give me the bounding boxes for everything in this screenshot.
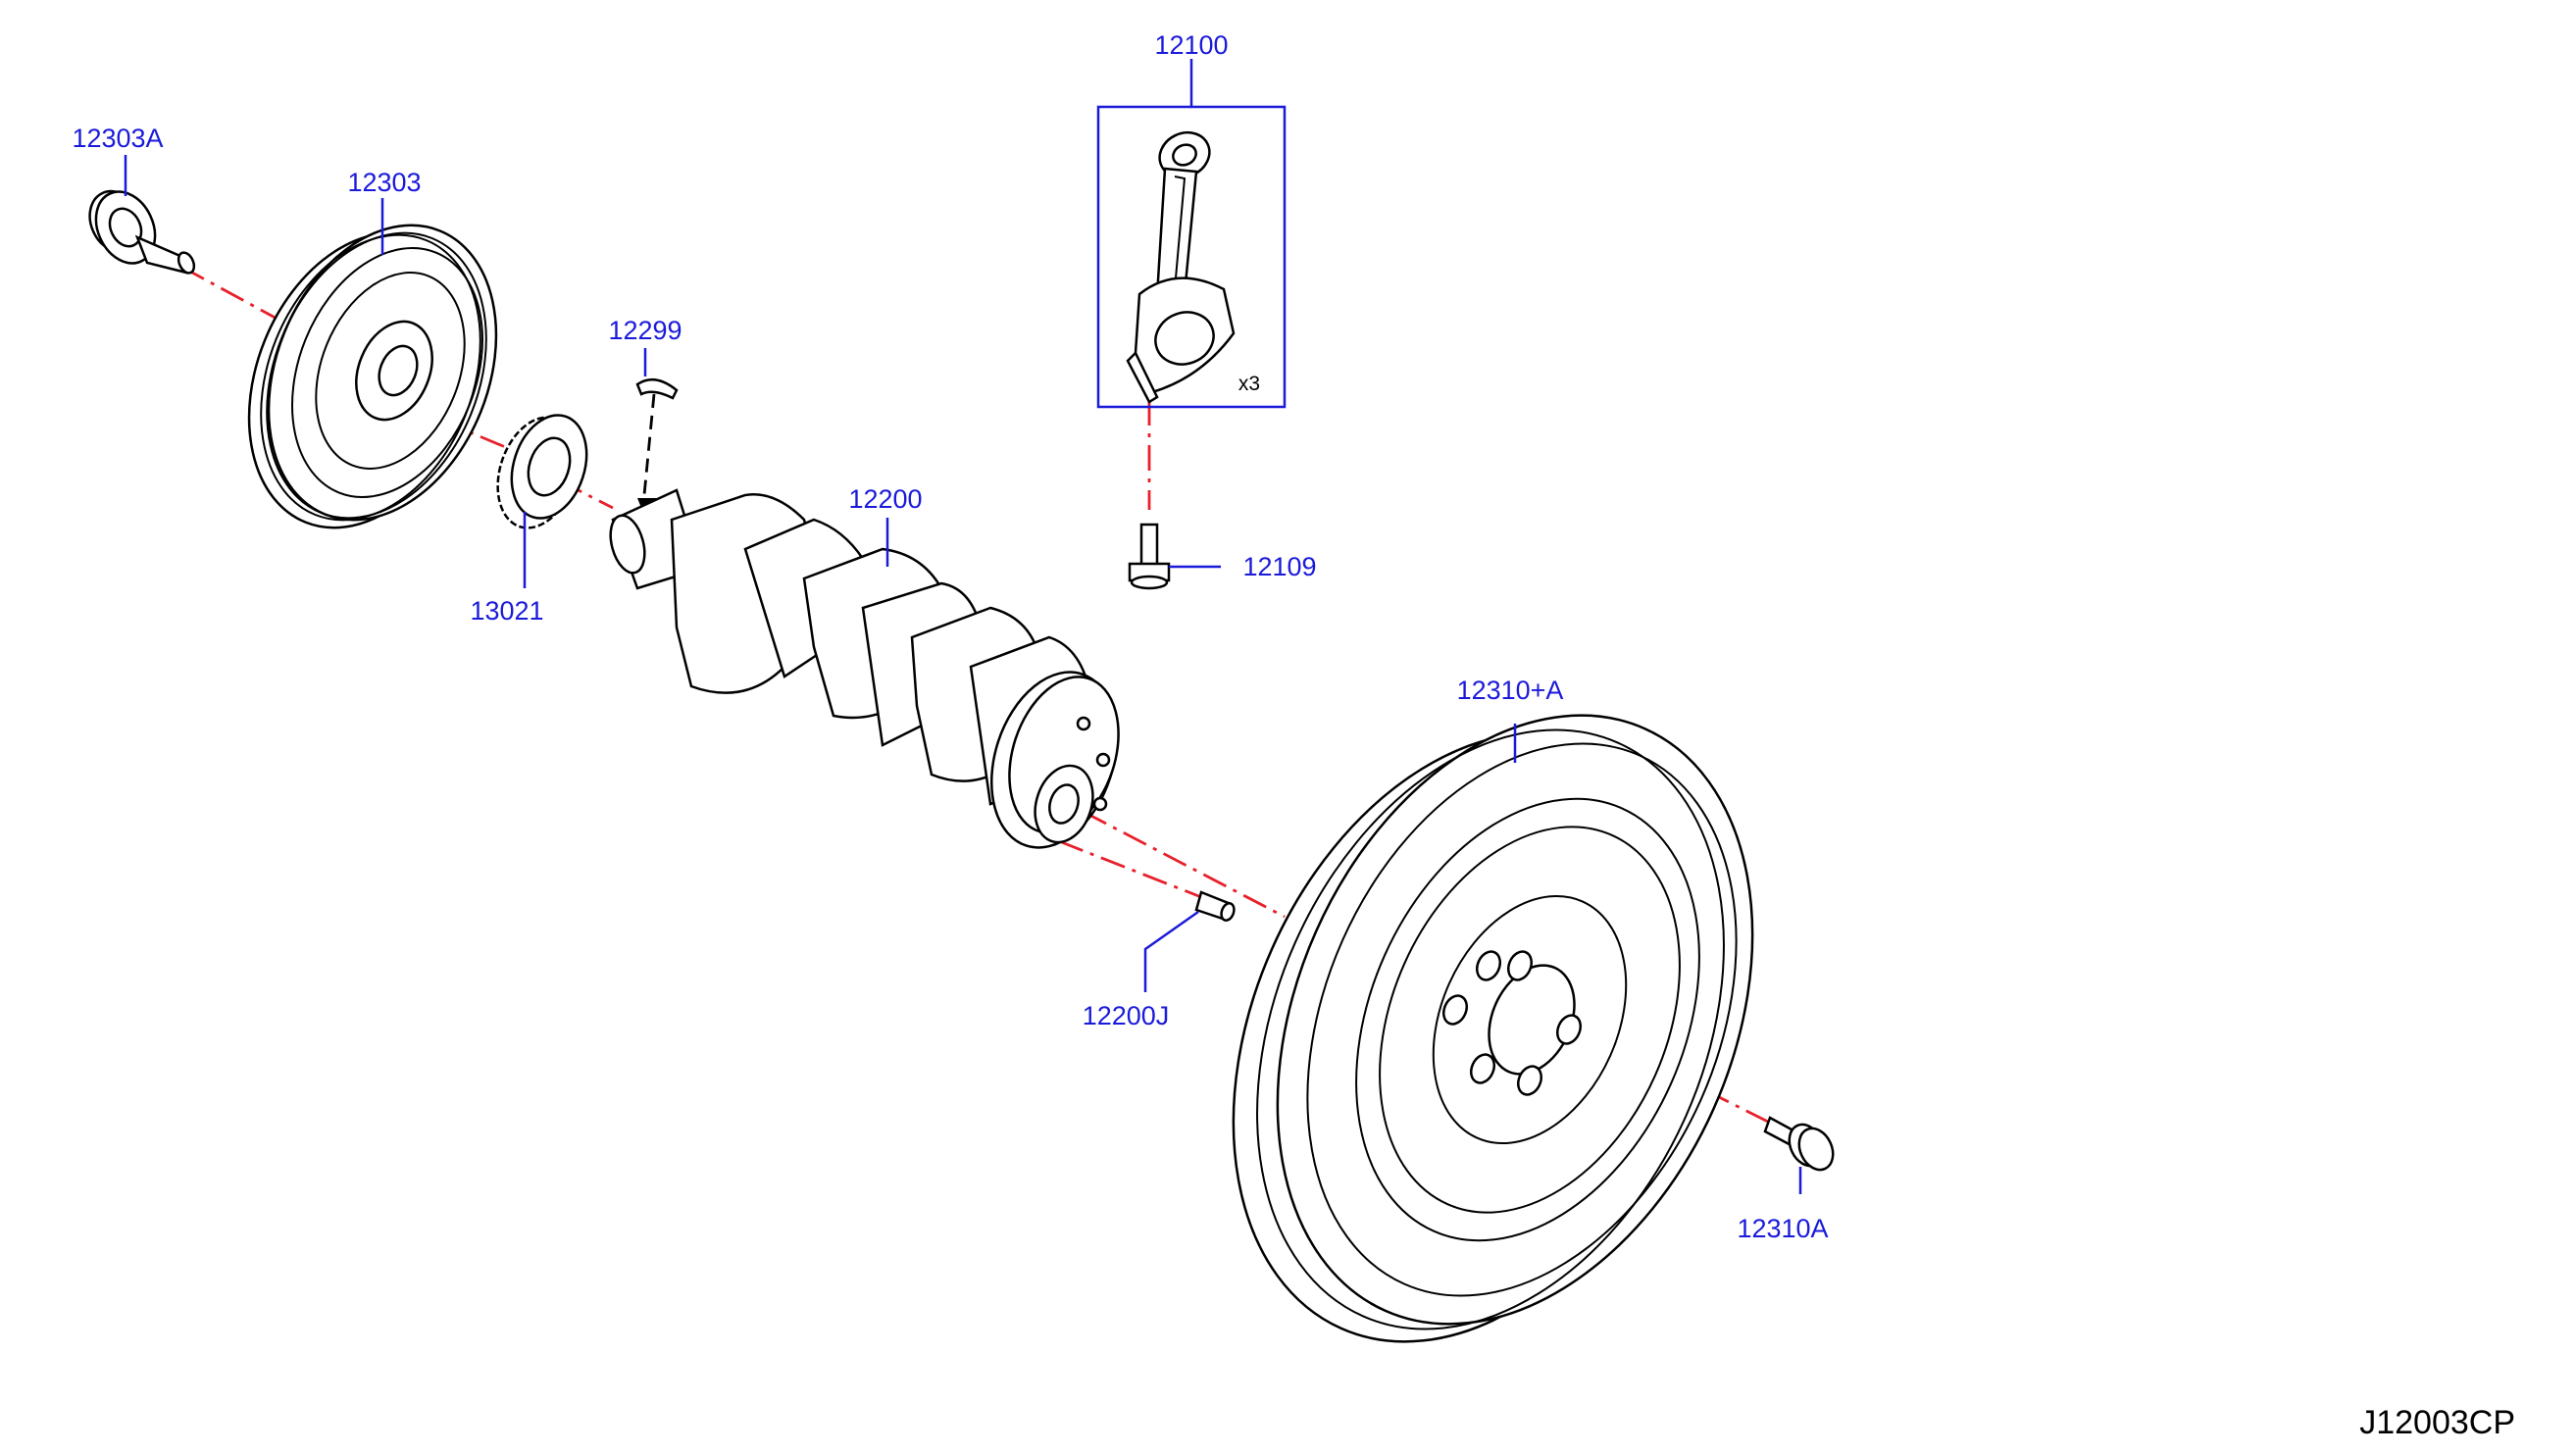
connecting-rod[interactable] <box>1096 105 1287 409</box>
flywheel-bolt[interactable] <box>1763 1116 1840 1176</box>
catalog-code: J12003CP <box>2359 1404 2515 1441</box>
label-woodruff-key: 12299 <box>608 316 682 345</box>
axis-crank-pin <box>1058 839 1202 899</box>
label-rod-quantity: x3 <box>1238 373 1260 395</box>
connecting-rod-bolt[interactable] <box>1128 523 1171 590</box>
label-crank-pulley-bolt: 12303A <box>72 124 163 153</box>
axis-crank-flywheel <box>1083 810 1286 919</box>
axis-key <box>641 393 656 506</box>
label-crankshaft-pulley: 12303 <box>347 168 421 197</box>
dowel-pin[interactable] <box>1194 890 1237 923</box>
crank-pulley-bolt[interactable] <box>80 182 197 276</box>
label-flywheel-bolt: 12310A <box>1737 1214 1828 1243</box>
label-connecting-rod-bolt: 12109 <box>1242 552 1316 581</box>
leader-lines <box>124 59 1802 1194</box>
label-connecting-rod: 12100 <box>1154 30 1228 60</box>
woodruff-key[interactable] <box>635 377 679 400</box>
flywheel[interactable] <box>1142 640 1844 1417</box>
label-flywheel: 12310+A <box>1457 676 1564 705</box>
crankshaft[interactable] <box>605 488 1138 864</box>
label-crankshaft: 12200 <box>848 484 922 514</box>
crankshaft-sprocket[interactable] <box>484 406 599 538</box>
label-dowel-pin: 12200J <box>1083 1001 1170 1030</box>
label-crankshaft-sprocket: 13021 <box>470 596 543 626</box>
axis-bolt-pulley <box>180 265 305 335</box>
crankshaft-pulley[interactable] <box>207 191 537 562</box>
callout-labels: 12303A 12303 12299 13021 12200 12100 x3 … <box>72 30 1828 1243</box>
